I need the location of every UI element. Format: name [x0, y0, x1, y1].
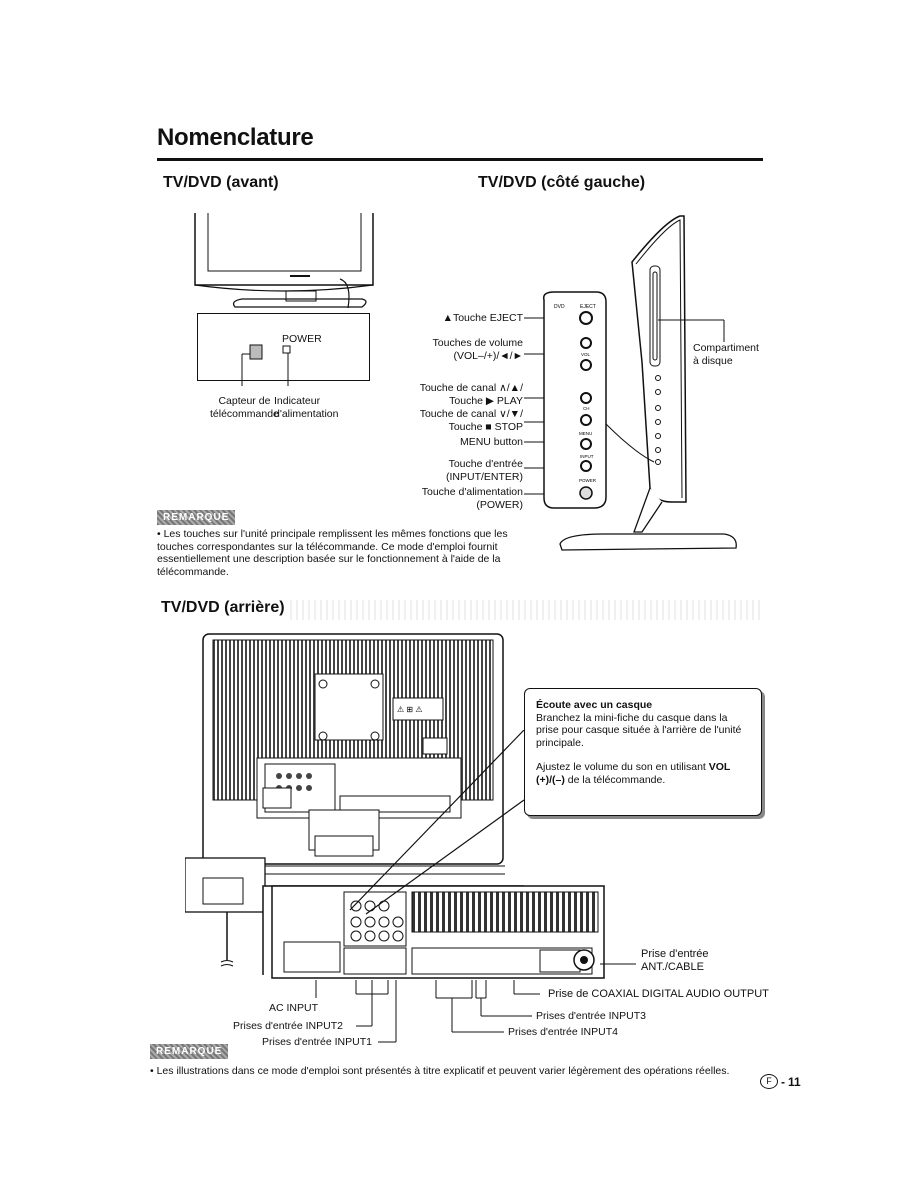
- side-button-panel: DVD EJECT VOL CH MENU INPUT POWER: [524, 215, 737, 551]
- svg-text:DVD: DVD: [554, 304, 565, 310]
- coaxial-label: Prise de COAXIAL DIGITAL AUDIO OUTPUT: [548, 988, 769, 1000]
- input3-label: Prises d'entrée INPUT3: [536, 1010, 646, 1022]
- input2-label: Prises d'entrée INPUT2: [233, 1020, 343, 1032]
- side-heading: TV/DVD (côté gauche): [478, 174, 646, 191]
- rear-bottom-panel: [271, 885, 605, 979]
- sensor-label: Capteur de télécommande: [210, 395, 279, 420]
- page-letter-circle: F: [760, 1074, 778, 1089]
- front-tv-illustration: [194, 213, 374, 309]
- headphone-title: Écoute avec un casque: [536, 699, 653, 711]
- svg-text:VOL: VOL: [581, 352, 591, 357]
- page-separator: -: [781, 1074, 785, 1089]
- note1-text: • Les touches sur l'unité principale rem…: [157, 528, 508, 578]
- title-rule: [157, 158, 763, 161]
- page-number: 11: [788, 1074, 801, 1089]
- rear-heading: TV/DVD (arrière): [161, 599, 285, 616]
- compartment-label: Compartiment à disque: [693, 342, 759, 367]
- front-heading: TV/DVD (avant): [163, 174, 279, 191]
- svg-text:⚠ ⊞ ⚠: ⚠ ⊞ ⚠: [397, 705, 423, 714]
- svg-text:CH: CH: [583, 406, 590, 411]
- front-power-label: POWER: [282, 333, 322, 345]
- input1-label: Prises d'entrée INPUT1: [262, 1036, 372, 1048]
- ac-input-label: AC INPUT: [269, 1002, 319, 1014]
- input4-label: Prises d'entrée INPUT4: [508, 1026, 618, 1038]
- headphone-pointer: [349, 730, 525, 915]
- volume-label: Touches de volume (VOL–/+)/◄/►: [432, 337, 523, 362]
- headphone-text2: Ajustez le volume du son en utilisant VO…: [536, 761, 751, 786]
- front-detail-icons: [241, 344, 291, 386]
- headphone-content: Écoute avec un casque Branchez la mini-f…: [536, 699, 751, 786]
- page-title: Nomenclature: [157, 124, 314, 151]
- eject-label: ▲Touche EJECT: [442, 312, 523, 324]
- note2-badge: REMARQUE: [150, 1044, 229, 1059]
- menu-label: MENU button: [459, 436, 523, 448]
- svg-text:POWER: POWER: [579, 478, 597, 483]
- headphone-callout: [524, 688, 762, 816]
- page-number-block: F - 11: [760, 1074, 801, 1089]
- svg-text:INPUT: INPUT: [580, 454, 594, 459]
- rear-leader-lines: [315, 963, 636, 1043]
- headphone-text2-pre: Ajustez le volume du son en utilisant: [536, 761, 709, 773]
- headphone-text2-bold: VOL (+)/(–): [536, 761, 731, 786]
- note2-text: • Les illustrations dans ce mode d'emplo…: [150, 1065, 730, 1077]
- power-label: Touche d'alimentation (POWER): [421, 486, 523, 511]
- svg-text:EJECT: EJECT: [580, 304, 596, 310]
- indicator-label: Indicateur d'alimentation: [274, 395, 339, 420]
- svg-text:MENU: MENU: [579, 431, 592, 436]
- rear-heading-texture: [290, 600, 760, 620]
- channel-down-label: Touche de canal ∨/▼/ Touche ■ STOP: [419, 408, 523, 433]
- channel-up-label: Touche de canal ∧/▲/ Touche ▶ PLAY: [419, 382, 523, 407]
- input-label: Touche d'entrée (INPUT/ENTER): [446, 458, 523, 483]
- headphone-text2-post: de la télécommande.: [564, 773, 666, 786]
- ant-cable-label: Prise d'entrée ANT./CABLE: [641, 948, 709, 973]
- headphone-text1: Branchez la mini-fiche du casque dans la…: [536, 711, 742, 749]
- note1-badge: REMARQUE: [157, 510, 236, 525]
